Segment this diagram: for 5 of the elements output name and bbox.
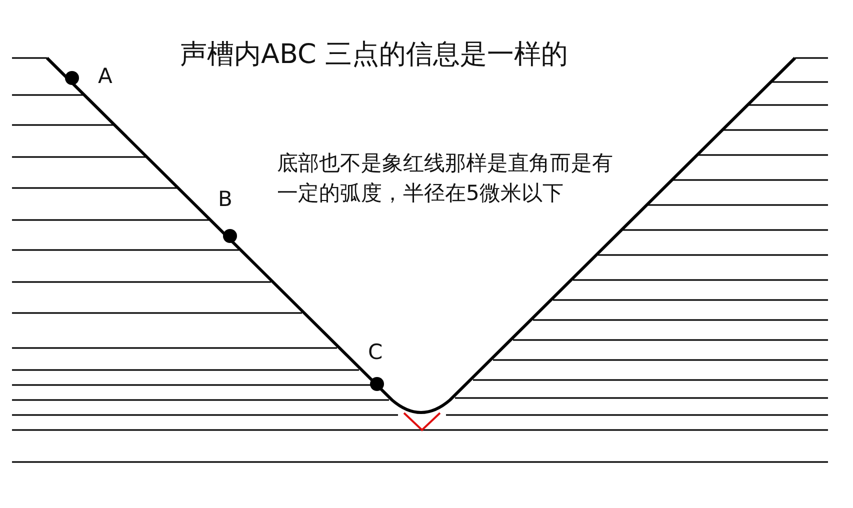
point-label: C bbox=[368, 340, 383, 364]
title: 声槽内ABC 三点的信息是一样的 bbox=[180, 38, 568, 72]
point-label: A bbox=[98, 64, 112, 88]
note-text: 底部也不是象红线那样是直角而是有一定的弧度，半径在5微米以下 bbox=[277, 150, 614, 207]
point-label: B bbox=[218, 187, 232, 211]
